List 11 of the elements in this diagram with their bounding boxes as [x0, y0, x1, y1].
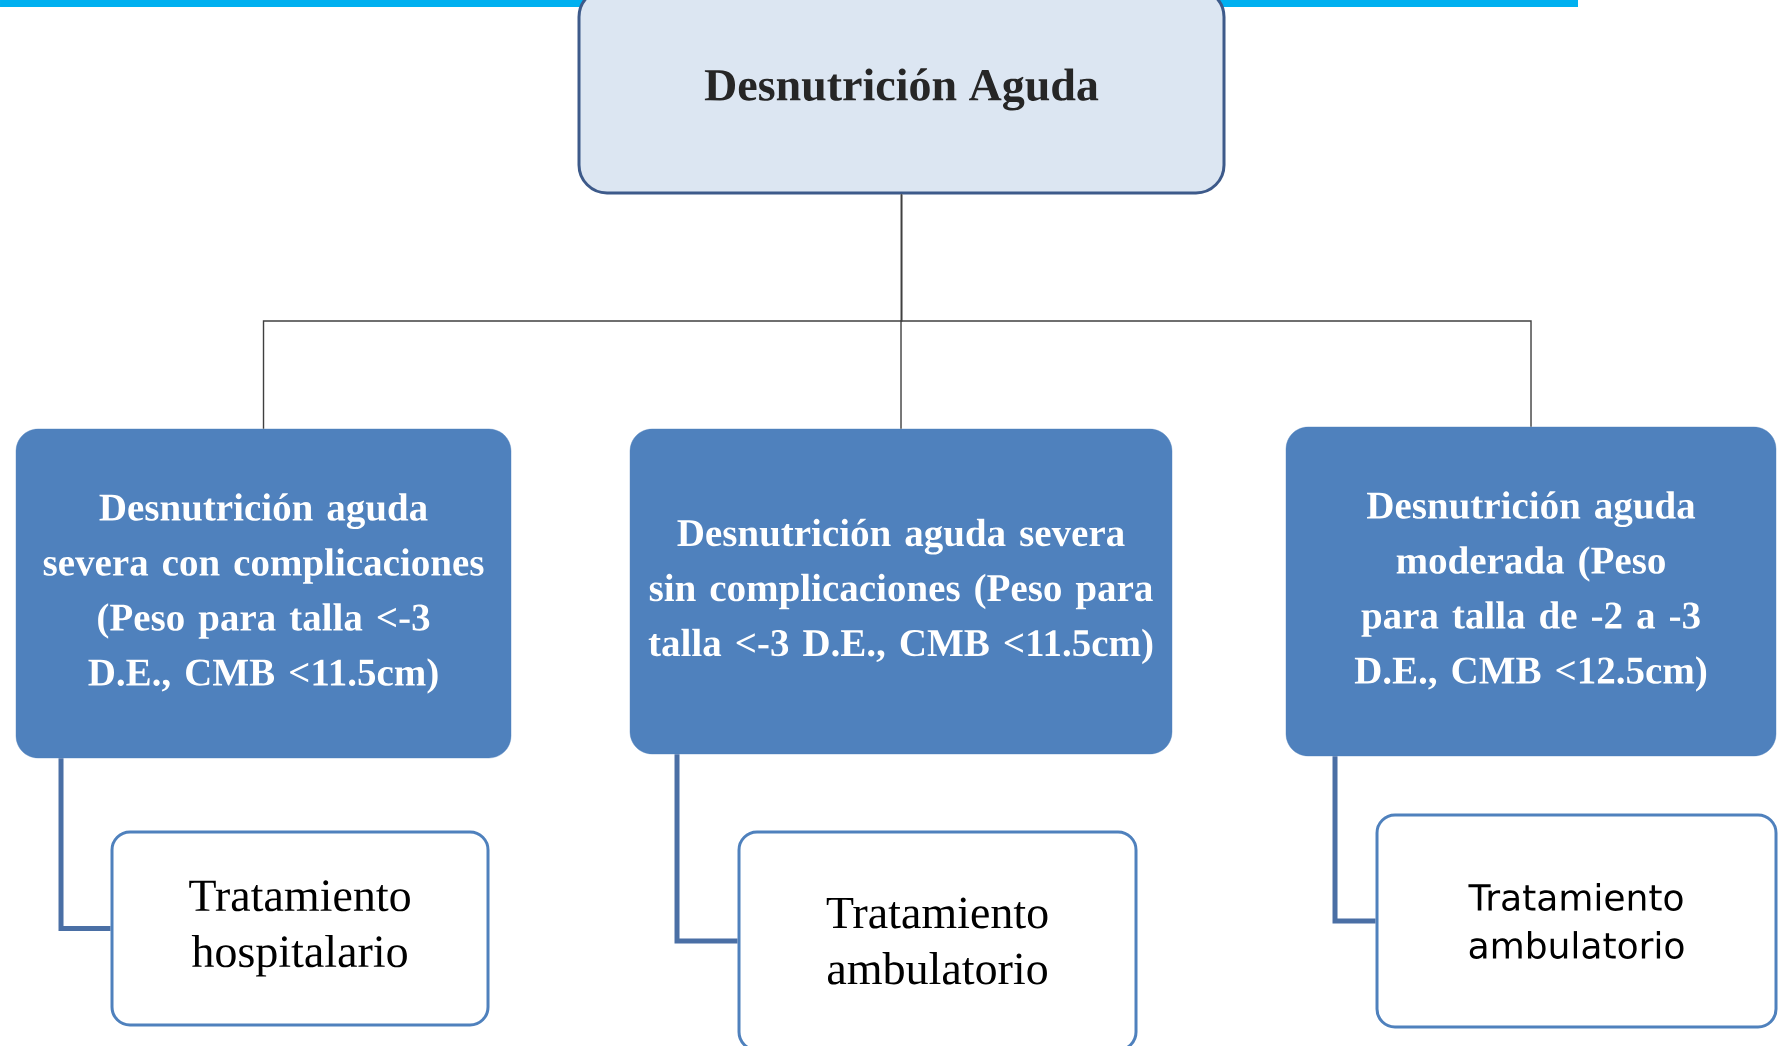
treatment-box: Tratamiento ambulatorio — [737, 830, 1138, 1046]
category-box: Desnutrición aguda severa sin complicaciones (Peso para talla <-3 D.E., CMB <11.5cm) — [629, 428, 1173, 755]
connector-line — [900, 193, 1532, 428]
connector-line — [674, 754, 738, 944]
treatment-box: Tratamiento ambulatorio — [1375, 813, 1778, 1029]
category-box: Desnutrición aguda moderada (Peso para talla de -2 a -3 D.E., CMB <12.5cm) — [1285, 426, 1777, 757]
connector-line — [1332, 756, 1376, 924]
treatment-box: Tratamiento hospitalario — [110, 830, 490, 1027]
title-box: Desnutrición Aguda — [577, 0, 1226, 195]
connector-line — [58, 758, 111, 931]
category-box: Desnutrición aguda severa con complicaciones (Peso para talla <-3 D.E., CMB <11.5cm) — [15, 428, 512, 759]
